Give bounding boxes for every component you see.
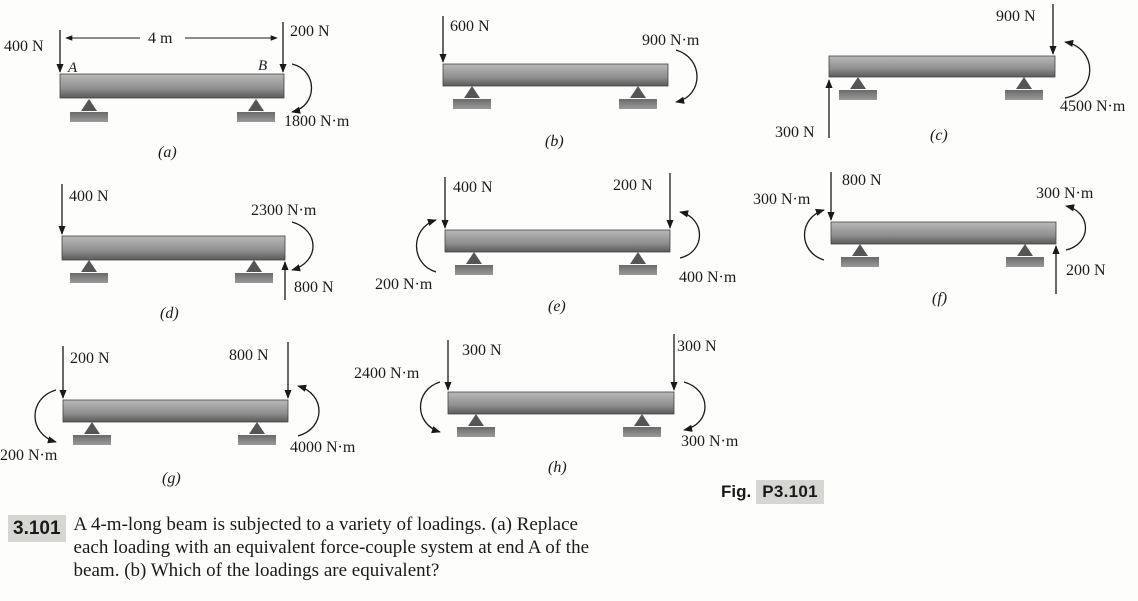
beam	[442, 63, 669, 87]
panel-caption: (e)	[548, 298, 566, 315]
point-label-b: B	[258, 58, 267, 74]
beam	[830, 221, 1057, 245]
support-left	[453, 86, 491, 109]
support-right	[1006, 244, 1044, 267]
force-label-up: 800 N	[294, 279, 334, 296]
beam	[59, 73, 285, 99]
couple-label-right: 4000 N·m	[290, 439, 356, 456]
support-left	[70, 99, 108, 122]
support-right	[238, 422, 276, 445]
couple-label-left: 200 N·m	[0, 447, 58, 464]
panel-caption: (b)	[545, 133, 564, 150]
support-left	[839, 77, 877, 100]
couple-label: 2300 N·m	[251, 202, 317, 219]
couple-label-right: 300 N·m	[681, 433, 739, 450]
force-label-right: 200 N	[290, 23, 330, 40]
force-label-down: 800 N	[842, 172, 882, 189]
couple-arrow-right	[683, 381, 706, 432]
problem-number: 3.101	[8, 515, 66, 542]
problem-line-3: beam. (b) Which of the loadings are equi…	[73, 560, 440, 581]
beam	[62, 399, 289, 423]
panel-caption: (c)	[930, 127, 948, 144]
support-left	[841, 244, 879, 267]
problem-line-1: A 4-m-long beam is subjected to a variet…	[73, 514, 578, 535]
force-label: 600 N	[450, 18, 490, 35]
problem-statement: 3.101 A 4-m-long beam is subjected to a …	[8, 513, 728, 582]
force-label-left: 300 N	[462, 342, 502, 359]
couple-arrow-right	[679, 210, 701, 259]
couple-arrow	[1064, 39, 1091, 99]
beam	[61, 235, 286, 261]
couple-label-left: 300 N·m	[753, 191, 811, 208]
force-label-left: 400 N	[453, 179, 493, 196]
panel-caption: (h)	[548, 459, 567, 476]
force-label-down: 900 N	[996, 8, 1036, 25]
support-right	[623, 414, 661, 437]
panel-caption: (d)	[160, 305, 179, 322]
couple-label-left: 2400 N·m	[354, 365, 420, 382]
panel-h: 300 N 300 N 2400 N·m 300 N·m (h)	[354, 334, 739, 476]
figure-label-number: P3.101	[756, 480, 824, 504]
panel-f: 800 N 300 N·m 300 N·m 200 N (f)	[753, 172, 1106, 307]
panel-b: 600 N 900 N·m (b)	[439, 16, 700, 150]
support-left	[73, 422, 111, 445]
beam	[447, 391, 675, 415]
couple-arrow-right	[1065, 204, 1087, 251]
force-label-left: 400 N	[4, 38, 44, 55]
couple-label: 900 N·m	[642, 32, 700, 49]
couple-arrow-left	[419, 381, 441, 434]
support-right	[235, 260, 273, 283]
problem-line-2: each loading with an equivalent force-co…	[73, 537, 590, 558]
support-right	[1005, 77, 1043, 100]
panel-a: 400 N 4 m 200 N A B 1800 N·m (a)	[4, 22, 350, 161]
couple-arrow-left	[415, 218, 437, 273]
force-label-down: 400 N	[69, 188, 109, 205]
couple-label-left: 200 N·m	[375, 276, 433, 293]
force-label-right: 800 N	[229, 347, 269, 364]
force-label-left: 200 N	[70, 350, 110, 367]
dimension-label: 4 m	[148, 30, 173, 47]
support-left	[457, 414, 495, 437]
support-right	[237, 99, 275, 122]
support-left	[455, 252, 493, 275]
couple-arrow	[291, 63, 313, 114]
couple-label: 1800 N·m	[284, 113, 350, 130]
beam	[444, 229, 671, 253]
force-label-right: 300 N	[677, 338, 717, 355]
problem-text: A 4-m-long beam is subjected to a variet…	[74, 513, 714, 582]
couple-arrow-right	[297, 384, 320, 437]
panel-c: 900 N 4500 N·m 300 N (c)	[775, 4, 1126, 144]
support-right	[619, 86, 657, 109]
couple-label: 4500 N·m	[1060, 98, 1126, 115]
force-label-up: 200 N	[1066, 262, 1106, 279]
panel-d: 400 N 2300 N·m 800 N (d)	[58, 184, 334, 322]
panel-e: 400 N 200 N 200 N·m 400 N·m (e)	[375, 173, 737, 315]
point-label-a: A	[67, 60, 78, 76]
couple-arrow-left	[803, 208, 825, 261]
panel-caption: (g)	[162, 470, 181, 487]
couple-label-right: 400 N·m	[679, 269, 737, 286]
support-left	[70, 260, 108, 283]
couple-arrow-left	[34, 389, 57, 444]
force-label-up: 300 N	[775, 124, 815, 141]
panel-caption: (a)	[158, 144, 177, 161]
couple-arrow	[675, 49, 698, 104]
panel-g: 200 N 800 N 200 N·m 4000 N·m (g)	[0, 342, 356, 487]
figure-label: Fig. P3.101	[721, 480, 824, 504]
panel-caption: (f)	[932, 290, 947, 307]
couple-arrow	[291, 221, 314, 272]
couple-label-right: 300 N·m	[1036, 185, 1094, 202]
figure-label-word: Fig.	[721, 482, 752, 501]
force-label-right: 200 N	[613, 177, 653, 194]
beam	[828, 55, 1056, 78]
support-right	[619, 252, 657, 275]
